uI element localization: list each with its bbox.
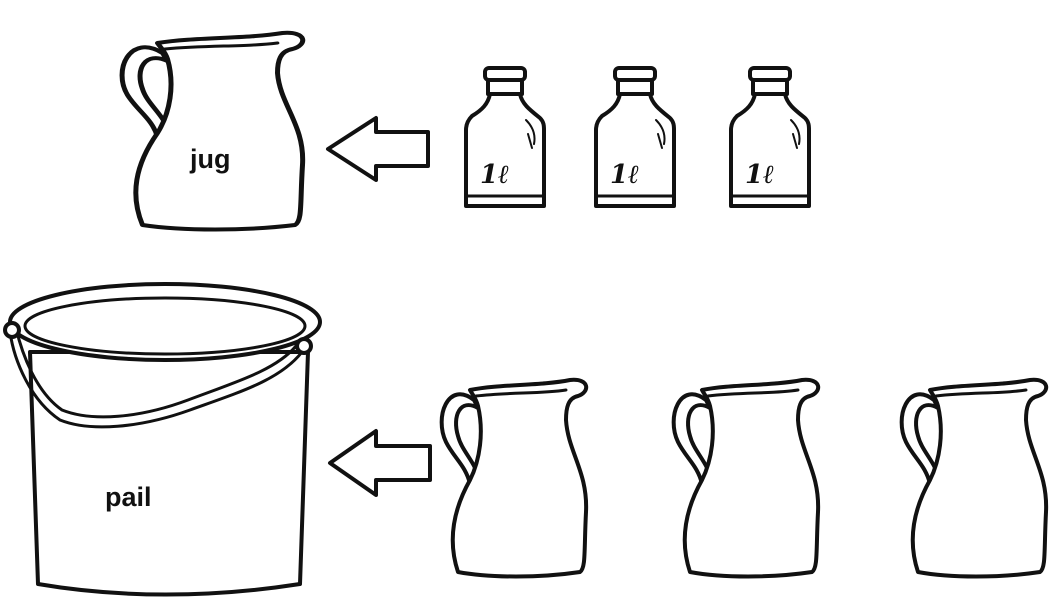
pail-icon bbox=[5, 284, 320, 595]
jug-3 bbox=[902, 380, 1047, 577]
jug-icon bbox=[902, 380, 1047, 577]
pail-label: pail bbox=[105, 482, 152, 512]
jug-label: jug bbox=[189, 144, 231, 174]
jug-2 bbox=[674, 380, 819, 577]
bottle-2-volume: 1ℓ bbox=[610, 160, 639, 190]
jug-icon bbox=[122, 33, 303, 230]
bottle-1-volume: 1ℓ bbox=[480, 160, 509, 190]
jug-1 bbox=[442, 380, 587, 577]
bottle-3-volume: 1ℓ bbox=[745, 160, 774, 190]
left-arrow-icon bbox=[328, 118, 428, 180]
jug-icon bbox=[674, 380, 819, 577]
pail-target bbox=[5, 284, 320, 595]
jug-target bbox=[122, 33, 303, 230]
left-arrow-icon bbox=[330, 431, 430, 495]
jug-icon bbox=[442, 380, 587, 577]
